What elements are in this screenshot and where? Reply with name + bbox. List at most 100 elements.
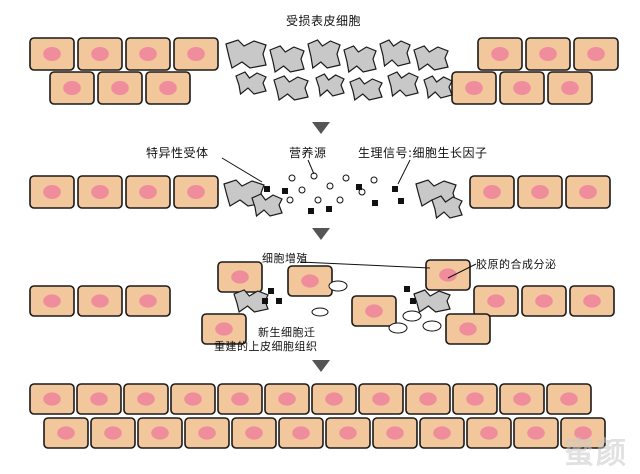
nucleus xyxy=(583,294,601,308)
epithelial-cell xyxy=(573,37,619,71)
growth-factor-dot xyxy=(372,200,378,206)
proliferation-label: 细胞增殖 xyxy=(262,252,308,265)
nucleus xyxy=(292,426,310,440)
nucleus xyxy=(231,270,249,284)
epithelial-cell xyxy=(49,71,95,105)
epithelial-cell xyxy=(499,383,545,415)
damaged-cell xyxy=(225,39,267,69)
nucleus xyxy=(527,426,545,440)
down-arrow-icon xyxy=(312,360,330,372)
nucleus xyxy=(63,80,81,96)
epithelial-cell xyxy=(217,383,263,415)
nucleus xyxy=(43,294,61,308)
panel-rebuilt-tissue xyxy=(29,383,606,449)
nucleus xyxy=(491,46,509,62)
nucleus xyxy=(198,426,216,440)
epithelial-cell xyxy=(560,417,606,449)
epithelial-cell xyxy=(473,285,519,317)
nucleus xyxy=(574,426,592,440)
damaged-cell xyxy=(343,45,377,74)
nucleus xyxy=(43,46,61,62)
epithelial-cell xyxy=(90,417,136,449)
epithelial-cell xyxy=(451,71,497,105)
signal-pointer xyxy=(397,159,411,185)
growth-factor-dot xyxy=(392,186,398,192)
nucleus xyxy=(561,80,579,96)
growth-factor-dot xyxy=(404,286,410,292)
nutrient-label: 营养源 xyxy=(289,146,327,160)
nucleus xyxy=(43,392,61,406)
damaged-cell xyxy=(413,289,451,313)
nutrient-dot xyxy=(342,174,350,182)
growth-factor-dot xyxy=(276,298,282,304)
nutrient-dot xyxy=(336,196,344,204)
epithelial-cell xyxy=(546,383,592,415)
nucleus xyxy=(139,294,157,308)
epithelial-cell xyxy=(184,417,230,449)
epithelial-cell xyxy=(287,265,333,297)
nucleus xyxy=(386,426,404,440)
collagen-fiber xyxy=(311,307,329,317)
receptor-label: 特异性受体 xyxy=(146,146,209,160)
panel-damaged-epidermis xyxy=(29,37,619,105)
damaged-cell xyxy=(307,39,341,70)
growth-factor-dot xyxy=(268,288,274,294)
epithelial-cell xyxy=(77,37,123,71)
nucleus xyxy=(539,46,557,62)
nucleus xyxy=(90,392,108,406)
damaged-cell xyxy=(387,71,419,98)
signal-markers xyxy=(221,157,477,334)
epithelial-cell xyxy=(425,259,471,291)
damaged-cell xyxy=(233,289,269,314)
epithelial-cell xyxy=(513,417,559,449)
epithelial-cell xyxy=(145,71,191,105)
nucleus xyxy=(187,46,205,62)
epithelial-cell xyxy=(29,383,75,415)
epithelial-cell xyxy=(358,383,404,415)
nucleus xyxy=(187,184,205,200)
nucleus xyxy=(159,80,177,96)
damaged-cell xyxy=(423,75,453,100)
epithelial-cell xyxy=(452,383,498,415)
nutrient-dot xyxy=(288,174,296,182)
epithelial-cell xyxy=(466,417,512,449)
epithelial-cell xyxy=(311,383,357,415)
nucleus xyxy=(587,46,605,62)
migration-label: 新生细胞迁 xyxy=(258,326,316,339)
nucleus xyxy=(433,426,451,440)
step-arrows xyxy=(312,122,330,372)
growth-factor-dot xyxy=(356,184,362,190)
proliferation-pointer xyxy=(299,261,431,269)
epithelial-cell xyxy=(469,175,515,209)
nucleus xyxy=(215,322,233,336)
nucleus xyxy=(513,80,531,96)
epithelial-cell xyxy=(137,417,183,449)
nucleus xyxy=(184,392,202,406)
nucleus xyxy=(459,322,477,336)
epithelial-cell xyxy=(29,285,75,317)
nucleus xyxy=(465,80,483,96)
nucleus xyxy=(560,392,578,406)
nucleus xyxy=(487,294,505,308)
down-arrow-icon xyxy=(312,122,330,134)
epithelial-cell xyxy=(405,383,451,415)
nucleus xyxy=(111,80,129,96)
nucleus xyxy=(91,184,109,200)
growth-factor-dot xyxy=(262,298,268,304)
damaged-cell xyxy=(413,45,449,72)
epithelial-cell xyxy=(517,175,563,209)
nucleus xyxy=(419,392,437,406)
damaged-cell xyxy=(235,71,267,96)
nucleus xyxy=(466,392,484,406)
epithelial-cell xyxy=(123,383,169,415)
nucleus xyxy=(43,184,61,200)
nucleus xyxy=(531,184,549,200)
growth-factor-dot xyxy=(326,206,332,212)
damaged-cell xyxy=(379,39,411,68)
epithelial-cell xyxy=(29,37,75,71)
damaged-cell xyxy=(269,45,305,74)
damaged-cell xyxy=(251,193,283,218)
epithelial-cell xyxy=(170,383,216,415)
epithelial-cell xyxy=(372,417,418,449)
down-arrow-icon xyxy=(312,228,330,240)
